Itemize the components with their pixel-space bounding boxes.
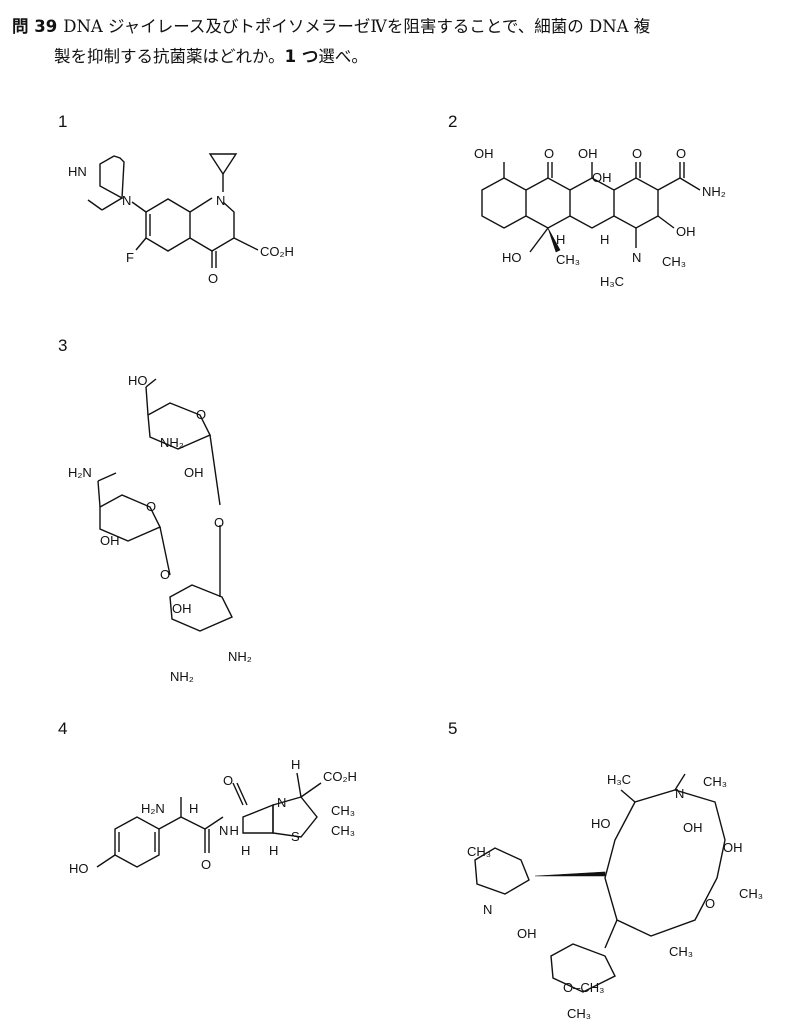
option-label-4[interactable]: 4 — [58, 719, 68, 738]
atom-o: O — [544, 146, 554, 161]
atom-f: F — [126, 250, 134, 265]
atom-ho: HO — [128, 373, 148, 388]
atom-n: N — [675, 786, 684, 801]
atom-hn: HN — [68, 164, 87, 179]
atom-h: H — [269, 843, 278, 858]
atom-oh: OH — [517, 926, 537, 941]
option-label-3[interactable]: 3 — [58, 336, 68, 355]
atom-oh: OH — [474, 146, 494, 161]
option-label-2[interactable]: 2 — [448, 112, 458, 131]
atom-oh: OH — [100, 533, 120, 548]
atom-n: N — [632, 250, 641, 265]
atom-ho: HO — [69, 861, 89, 876]
atom-nh2: NH₂ — [228, 649, 252, 664]
atom-h: H — [189, 801, 198, 816]
atom-ch3: CH₃ — [662, 254, 686, 269]
desosamine-ring — [474, 847, 530, 895]
atom-o: O — [208, 271, 218, 286]
atom-ch3: CH₃ — [739, 886, 763, 901]
ring-a — [481, 177, 527, 229]
thiazolidine-ring — [272, 796, 318, 838]
atom-o: O — [705, 896, 715, 911]
atom-o: O — [196, 407, 206, 422]
atom-nh2: NH₂ — [702, 184, 726, 199]
structure-1[interactable]: HN N N F O CO₂H — [60, 140, 320, 290]
option-label-5[interactable]: 5 — [448, 719, 458, 738]
atom-och3: O–CH₃ — [563, 980, 604, 995]
atom-s: S — [291, 829, 300, 844]
atom-ch3: CH₃ — [669, 944, 693, 959]
atom-ch3: CH₃ — [467, 844, 491, 859]
atom-nh2: NH₂ — [160, 435, 184, 450]
atom-oh: OH — [172, 601, 192, 616]
atom-o: O — [160, 567, 170, 582]
question-number: 問 39 — [12, 17, 58, 36]
structure-2[interactable]: OH O OH OH O O NH₂ OH HO CH₃ H H N CH₃ H… — [452, 140, 752, 300]
cyclopropyl-ring — [208, 153, 238, 176]
atom-oh: OH — [578, 146, 598, 161]
atom-nh: N H — [219, 823, 239, 838]
option-label-1[interactable]: 1 — [58, 112, 68, 131]
atom-nh2: NH₂ — [170, 669, 194, 684]
structure-4[interactable]: H₂N H O O N H N S CO₂H CH₃ CH₃ HO H H H — [65, 755, 375, 895]
atom-oh: OH — [723, 840, 743, 855]
atom-oh: OH — [676, 224, 696, 239]
atom-ch3: CH₃ — [556, 252, 580, 267]
atom-co2h: CO₂H — [260, 244, 294, 259]
structure-3[interactable]: HO O NH₂ OH H₂N O OH O O OH NH₂ NH₂ — [60, 365, 280, 685]
atom-oh: OH — [683, 820, 703, 835]
deoxystreptamine-ring — [169, 584, 233, 632]
atom-o: O — [214, 515, 224, 530]
atom-ho: HO — [502, 250, 522, 265]
atom-o: O — [201, 857, 211, 872]
atom-o: O — [146, 499, 156, 514]
atom-o: O — [632, 146, 642, 161]
atom-n: N — [277, 795, 286, 810]
atom-h: H — [291, 757, 300, 772]
phenol-ring — [114, 816, 160, 868]
atom-n: N — [122, 193, 131, 208]
piperazine-ring — [99, 155, 125, 200]
atom-h: H — [241, 843, 250, 858]
structure-5[interactable]: H₃C N CH₃ HO OH OH O CH₃ N OH O–CH₃ CH₃ … — [455, 760, 785, 1021]
atom-h2n: H₂N — [141, 801, 165, 816]
atom-h: H — [600, 232, 609, 247]
atom-ch3: CH₃ — [331, 803, 355, 818]
atom-ch3: CH₃ — [567, 1006, 591, 1021]
macrolide-ring — [604, 789, 726, 937]
atom-ho: HO — [591, 816, 611, 831]
atom-n: N — [216, 193, 225, 208]
cladinose-ring — [550, 943, 616, 993]
question-line-2: 製を抑制する抗菌薬はどれか。1 つ選べ。 — [54, 47, 368, 66]
atom-n: N — [483, 902, 492, 917]
atom-ch3: CH₃ — [331, 823, 355, 838]
atom-ch3: CH₃ — [703, 774, 727, 789]
atom-co2h: CO₂H — [323, 769, 357, 784]
atom-o: O — [676, 146, 686, 161]
atom-o: O — [223, 773, 233, 788]
atom-h: H — [556, 232, 565, 247]
atom-oh: OH — [592, 170, 612, 185]
atom-h2n: H₂N — [68, 465, 92, 480]
atom-h3c: H₃C — [600, 274, 624, 289]
atom-h3c: H₃C — [607, 772, 631, 787]
beta-lactam-ring — [242, 803, 274, 834]
benzene-ring — [145, 197, 213, 252]
atom-oh: OH — [184, 465, 204, 480]
